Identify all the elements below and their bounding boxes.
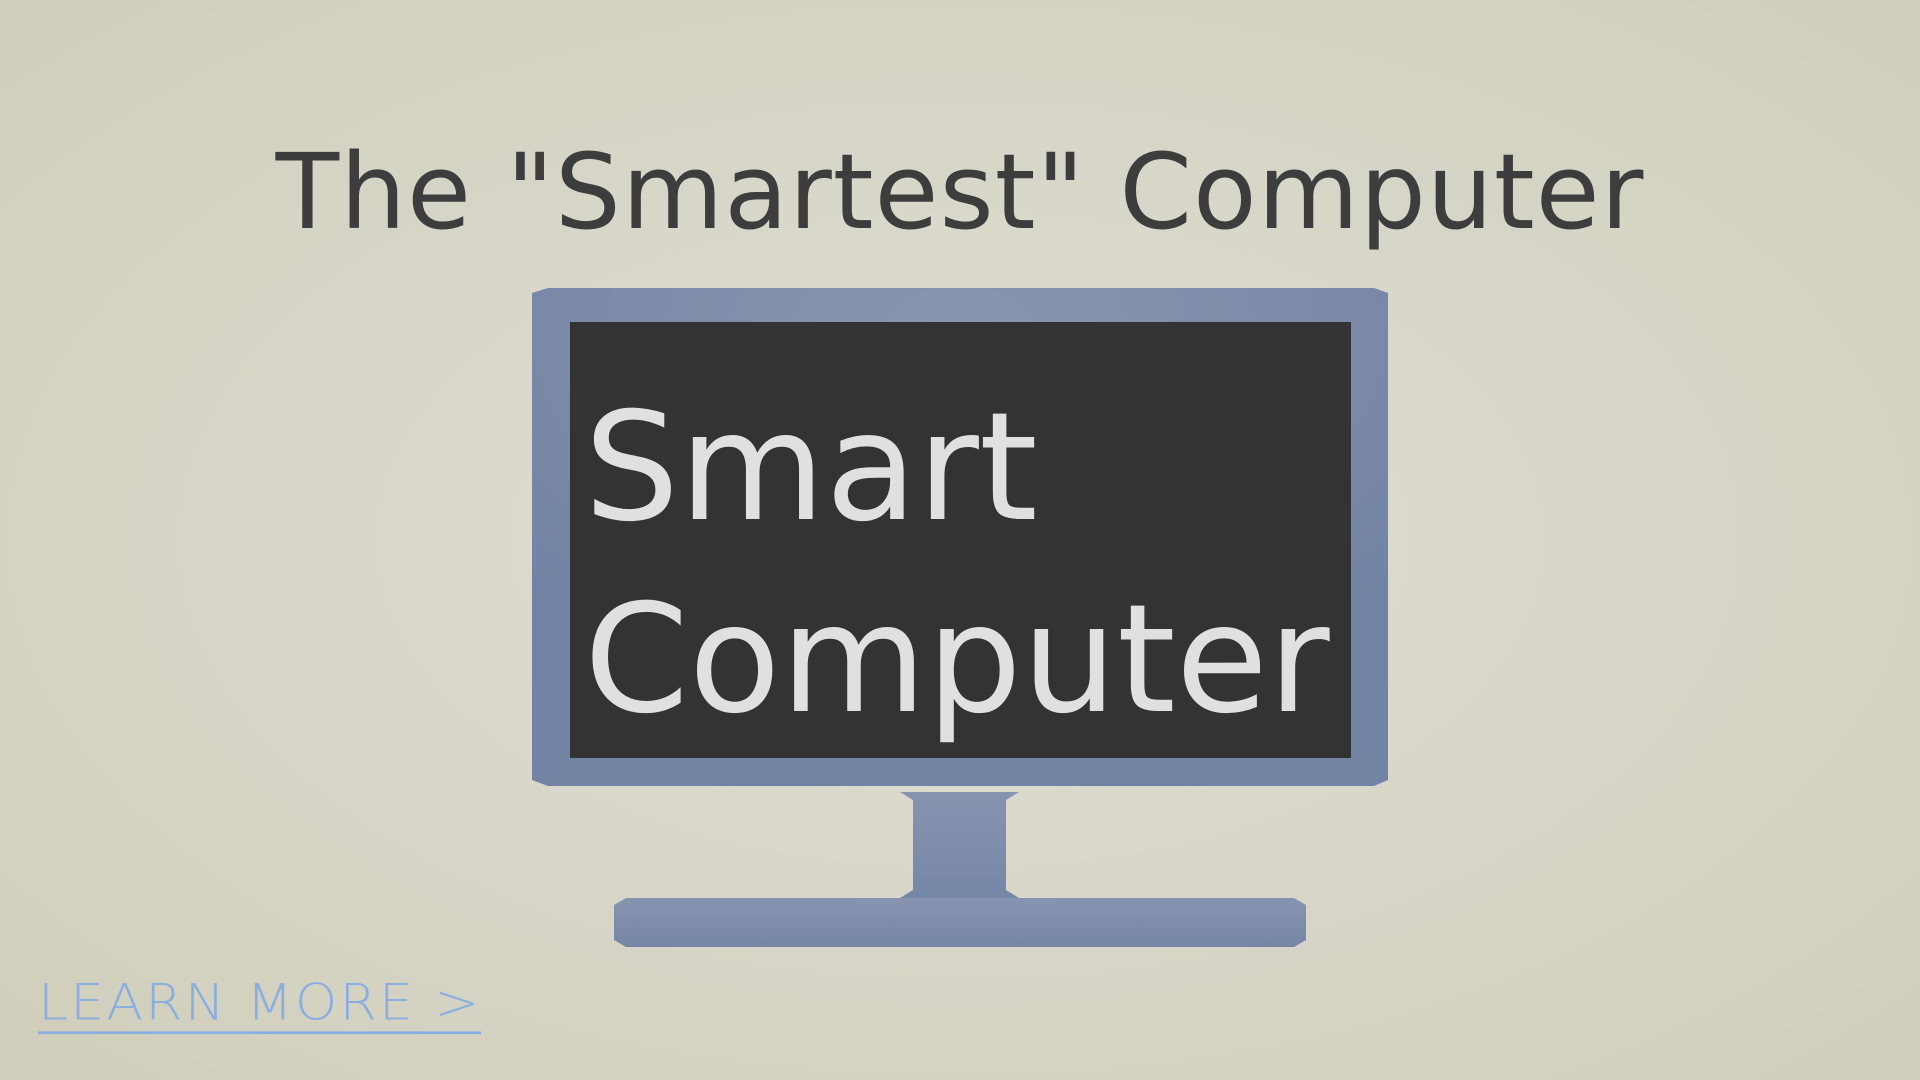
learn-more-link[interactable]: LEARN MORE > (38, 978, 482, 1035)
screen-line-computer: Computer (584, 573, 1330, 747)
monitor-screen (570, 322, 1351, 758)
monitor-base (614, 898, 1306, 947)
page-title: The "Smartest" Computer (275, 131, 1645, 253)
monitor-neck (900, 792, 1019, 898)
screen-line-smart: Smart (584, 381, 1038, 555)
monitor-screen-text: Smart Computer (584, 372, 1344, 752)
